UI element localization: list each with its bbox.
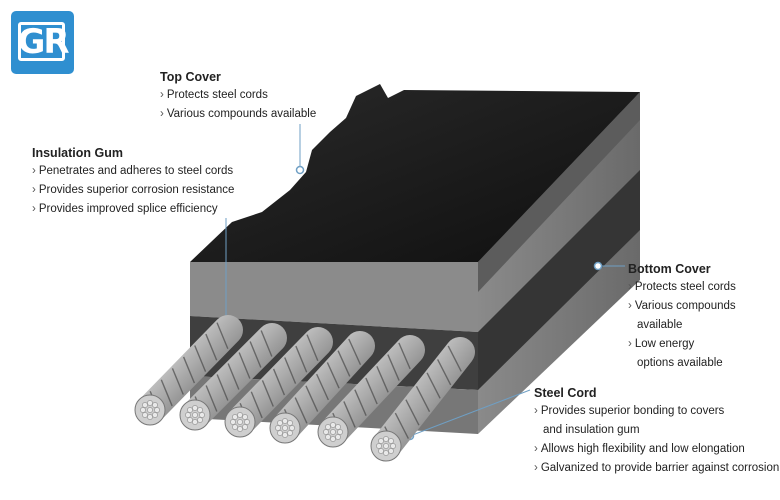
item-text: Low energy — [634, 338, 695, 350]
bullet-mark: › — [160, 108, 164, 120]
item-text: Galvanized to provide barrier against co… — [540, 462, 780, 474]
callout-item: ›Protects steel cords — [160, 86, 316, 105]
steel-cord-callout: Steel Cord ›Provides superior bonding to… — [534, 385, 779, 478]
bullet-mark: › — [534, 462, 538, 474]
bottom-cover-title: Bottom Cover — [628, 262, 711, 276]
callout-item-continued: options available — [628, 354, 736, 373]
bottom-cover-callout: Bottom Cover ›Protects steel cords ›Vari… — [628, 261, 736, 373]
steel-cord — [134, 315, 243, 426]
steel-cord-title: Steel Cord — [534, 386, 597, 400]
callout-item: ›Allows high flexibility and low elongat… — [534, 440, 779, 459]
item-text: Provides superior corrosion resistance — [38, 184, 235, 196]
bullet-mark: › — [32, 203, 36, 215]
item-text: Provides improved splice efficiency — [38, 203, 218, 215]
steel-cord — [179, 323, 287, 431]
item-text: options available — [637, 357, 723, 369]
bullet-mark: › — [534, 405, 538, 417]
steel-cord — [317, 335, 425, 448]
item-text: Various compounds — [634, 300, 736, 312]
bullet-mark: › — [628, 281, 632, 293]
callout-item: ›Provides superior corrosion resistance — [32, 181, 234, 200]
bullet-mark: › — [32, 184, 36, 196]
item-text: Penetrates and adheres to steel cords — [38, 165, 234, 177]
callout-item: ›Provides superior bonding to covers — [534, 402, 779, 421]
top-cover-title: Top Cover — [160, 70, 221, 84]
steel-cord — [370, 337, 475, 462]
callout-item: ›Various compounds available — [160, 105, 316, 124]
callout-item-continued: and insulation gum — [534, 421, 779, 440]
logo-frame — [18, 22, 65, 61]
insulation-gum-title: Insulation Gum — [32, 146, 123, 160]
insulation-gum-callout: Insulation Gum ›Penetrates and adheres t… — [32, 145, 234, 219]
item-text: Protects steel cords — [634, 281, 736, 293]
bullet-mark: › — [32, 165, 36, 177]
top-cover-surface — [190, 84, 640, 262]
steel-cord — [224, 327, 333, 438]
item-text: Various compounds available — [166, 108, 317, 120]
top-cover-callout: Top Cover ›Protects steel cords ›Various… — [160, 69, 316, 124]
steel-cords — [134, 315, 475, 462]
item-text: Provides superior bonding to covers — [540, 405, 725, 417]
callout-item: ›Provides improved splice efficiency — [32, 200, 234, 219]
callout-item: ›Protects steel cords — [628, 278, 736, 297]
bullet-mark: › — [160, 89, 164, 101]
item-text: and insulation gum — [543, 424, 640, 436]
steel-cord — [269, 331, 375, 444]
callout-item: ›Penetrates and adheres to steel cords — [32, 162, 234, 181]
item-text: Allows high flexibility and low elongati… — [540, 443, 745, 455]
item-text: available — [637, 319, 683, 331]
bullet-mark: › — [534, 443, 538, 455]
item-text: Protects steel cords — [166, 89, 268, 101]
callout-item: ›Low energy — [628, 335, 736, 354]
callout-item-continued: available — [628, 316, 736, 335]
logo-text: GR — [17, 22, 69, 62]
callout-item: ›Galvanized to provide barrier against c… — [534, 459, 779, 478]
bullet-mark: › — [628, 338, 632, 350]
belt-side-face — [478, 92, 640, 434]
gr-logo: GR — [11, 11, 74, 74]
callout-item: ›Various compounds — [628, 297, 736, 316]
bullet-mark: › — [628, 300, 632, 312]
leader-lines — [225, 124, 625, 437]
